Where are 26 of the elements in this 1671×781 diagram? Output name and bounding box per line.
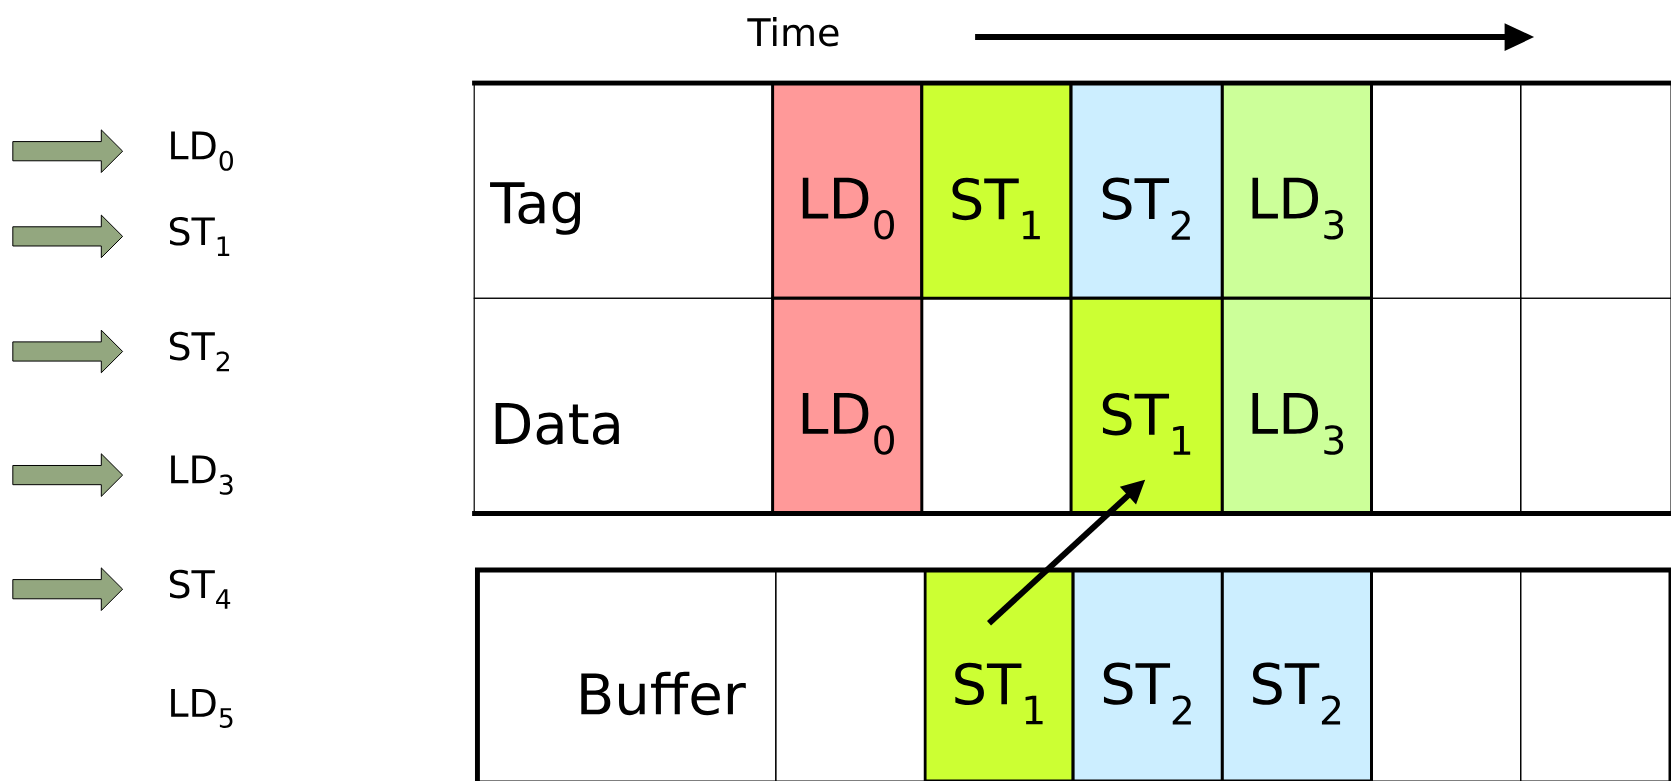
table-cell — [1370, 569, 1522, 781]
table-cell: LD$_{0}$ — [771, 81, 924, 300]
cell-label: Buffer — [476, 569, 777, 781]
table-cell: LD$_{3}$ — [1220, 81, 1373, 300]
axis-label: Time — [747, 17, 839, 47]
table-cell: ST$_{2}$ — [1071, 568, 1224, 781]
table-cell — [1520, 569, 1671, 781]
item-label: LD$_{0}$ — [171, 131, 233, 171]
table-cell: ST$_{1}$ — [920, 81, 1073, 300]
block-arrow — [12, 129, 124, 173]
item-label: ST$_{2}$ — [169, 331, 229, 372]
block-arrow — [12, 214, 124, 259]
table-cell: ST$_{2}$ — [1069, 81, 1224, 300]
item-label: ST$_{1}$ — [169, 216, 230, 256]
block-arrow — [12, 453, 124, 497]
table-cell: ST$_{2}$ — [1220, 568, 1373, 781]
block-arrow — [12, 329, 124, 374]
table-cell — [775, 569, 926, 781]
item-label: LD$_{3}$ — [171, 455, 233, 495]
item-label: ST$_{4}$ — [169, 569, 231, 609]
table-cell: ST$_{1}$ — [923, 568, 1075, 781]
item-label: LD$_{5}$ — [171, 689, 233, 728]
table-cell: LD$_{0}$ — [771, 296, 924, 516]
block-arrow — [12, 567, 124, 611]
table-cell: ST$_{1}$ — [1069, 296, 1224, 516]
table-cell: LD$_{3}$ — [1220, 296, 1373, 516]
